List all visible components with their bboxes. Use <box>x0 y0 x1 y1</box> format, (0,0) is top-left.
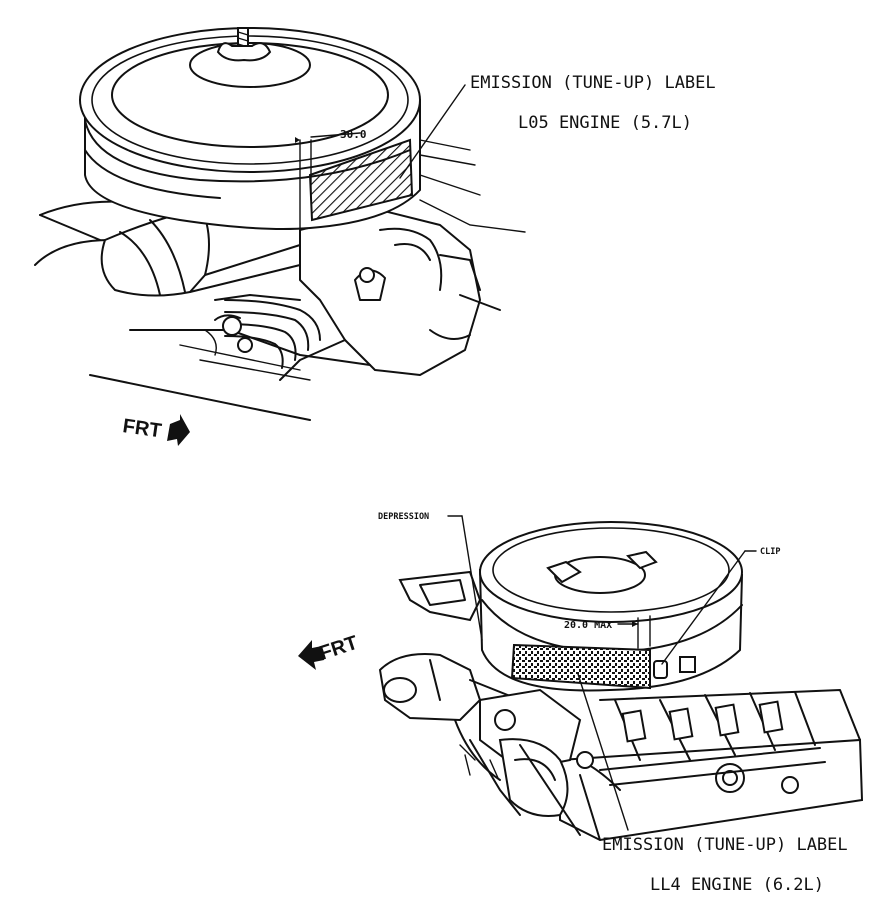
top-carb-area <box>204 209 501 381</box>
bottom-air-cleaner <box>478 521 744 692</box>
bottom-engine-label: LL4 ENGINE (6.2L) <box>650 875 824 895</box>
bottom-bracket <box>398 570 482 622</box>
top-dimension-value: 30.0 <box>340 128 367 141</box>
wing-nut-icon <box>216 27 272 62</box>
clip-callout: CLIP <box>760 547 780 557</box>
bottom-dimension: 20.0 MAX <box>564 615 651 649</box>
clip-leader <box>661 550 746 665</box>
top-air-cleaner <box>79 27 421 230</box>
top-front-marker: FRT <box>121 415 163 442</box>
bottom-figure: 20.0 MAX DEPRESSION CLIP EMISSION (TUNE-… <box>298 512 864 895</box>
bottom-dimension-value: 20.0 MAX <box>564 620 612 631</box>
bottom-emission-label-title: EMISSION (TUNE-UP) LABEL <box>602 835 848 855</box>
top-dimension: 30.0 <box>295 128 367 231</box>
bottom-manifold <box>559 689 864 842</box>
front-arrow-icon <box>167 414 190 446</box>
bottom-linkage <box>378 653 601 841</box>
top-snorkel <box>100 203 301 297</box>
front-arrow-icon <box>298 640 324 670</box>
top-emission-label-title: EMISSION (TUNE-UP) LABEL <box>470 73 716 93</box>
depression-callout: DEPRESSION <box>378 512 429 522</box>
bottom-front-marker: FRT <box>317 632 361 665</box>
top-label-leader <box>399 84 466 179</box>
depression-leader <box>461 515 483 641</box>
top-figure: 30.0 EMISSION (TUNE-UP) LABEL L05 ENGINE… <box>34 27 716 446</box>
bottom-label-leader <box>577 673 629 831</box>
top-engine-label: L05 ENGINE (5.7L) <box>518 113 692 133</box>
